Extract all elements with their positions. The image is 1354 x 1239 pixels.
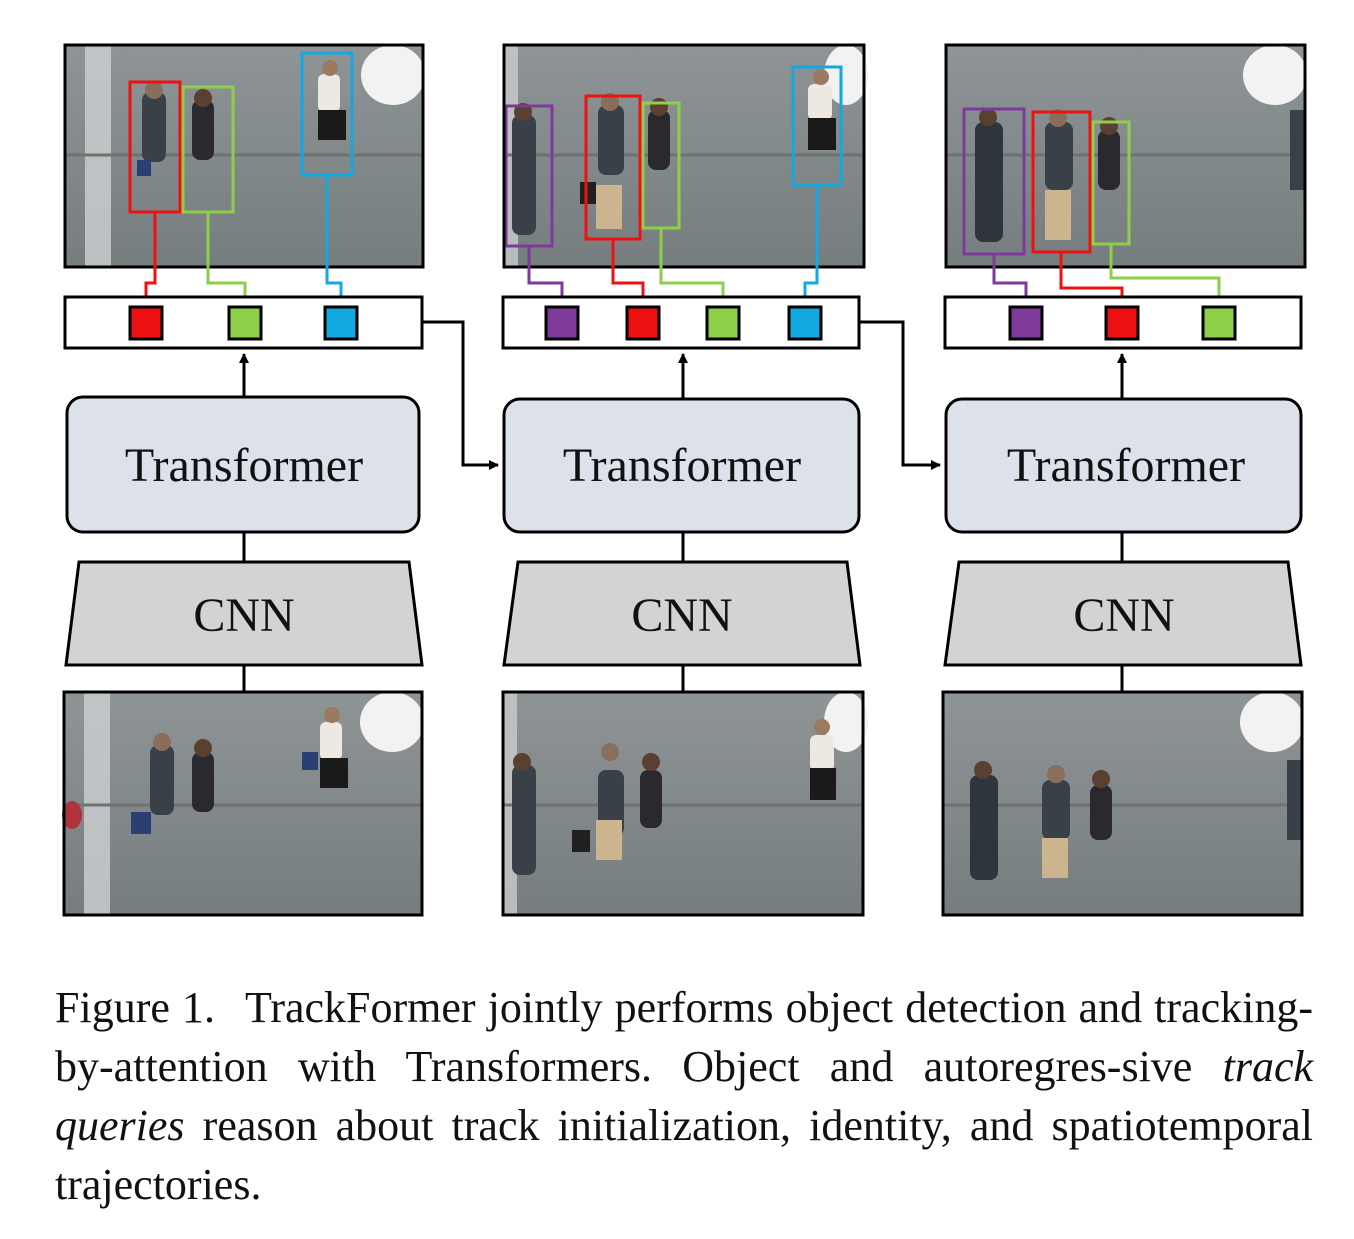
query-green bbox=[1201, 305, 1237, 341]
caption-italic-term: track queries bbox=[55, 1042, 1313, 1150]
input-frame-3 bbox=[941, 690, 1304, 917]
cnn-block-1 bbox=[64, 560, 424, 667]
output-frame-3 bbox=[944, 43, 1307, 269]
caption-text-before: TrackFormer jointly performs object dete… bbox=[55, 983, 1313, 1091]
query-red bbox=[625, 305, 661, 341]
figure-caption: Figure 1.TrackFormer jointly performs ob… bbox=[55, 978, 1313, 1214]
input-frame-2 bbox=[501, 690, 868, 917]
query-blue bbox=[787, 305, 823, 341]
cnn-label: CNN bbox=[631, 589, 732, 642]
query-blue bbox=[323, 305, 359, 341]
cnn-label: CNN bbox=[193, 589, 294, 642]
query-green bbox=[705, 305, 741, 341]
output-frame-1 bbox=[63, 43, 425, 269]
caption-text-after: reason about track initialization, ident… bbox=[55, 1101, 1313, 1209]
cnn-block-2 bbox=[502, 560, 862, 667]
transformer-label: Transformer bbox=[125, 439, 363, 492]
transformer-label: Transformer bbox=[563, 439, 801, 492]
panel-1: Transformer CNN bbox=[62, 43, 425, 917]
cnn-block-3 bbox=[943, 560, 1303, 667]
figure-diagram: Transformer CNN bbox=[62, 43, 1307, 917]
transformer-label: Transformer bbox=[1007, 439, 1245, 492]
panel-3: Transformer CNN bbox=[941, 43, 1307, 917]
input-frame-1 bbox=[62, 690, 424, 917]
query-purple bbox=[1008, 305, 1044, 341]
query-red bbox=[1104, 305, 1140, 341]
cnn-label: CNN bbox=[1073, 589, 1174, 642]
query-red bbox=[128, 305, 164, 341]
track-query-transfer-arrow-1 bbox=[422, 320, 499, 470]
track-query-transfer-arrow-2 bbox=[859, 320, 941, 470]
figure-label: Figure 1. bbox=[55, 983, 215, 1032]
query-green bbox=[227, 305, 263, 341]
query-purple bbox=[544, 305, 580, 341]
output-frame-2 bbox=[502, 43, 868, 269]
panel-2: Transformer CNN bbox=[501, 43, 868, 917]
